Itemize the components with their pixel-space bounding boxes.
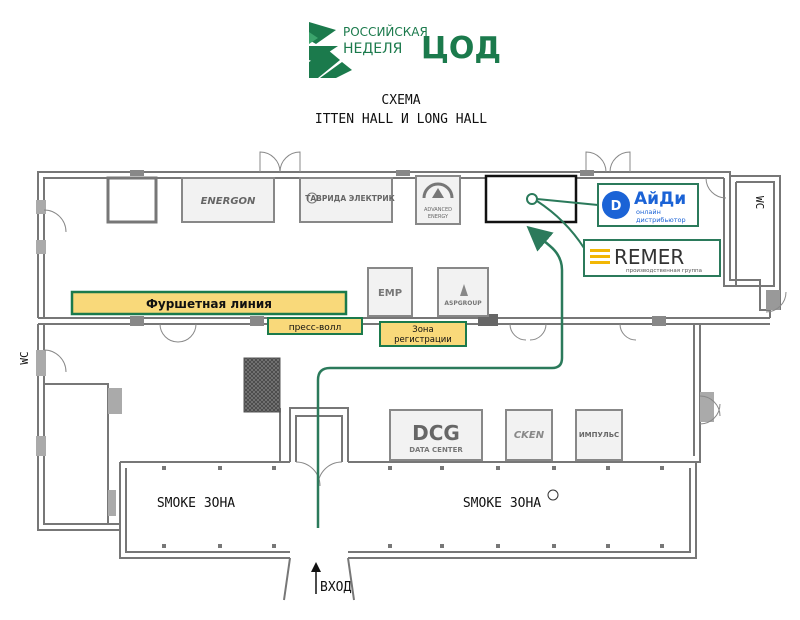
booth-tavrida: ТАВРИДА ЭЛЕКТРИК xyxy=(299,177,396,223)
logo-emblem-icon xyxy=(309,22,352,78)
booth-advanced-line2: ENERGY xyxy=(428,214,449,220)
booth-empty xyxy=(106,176,158,224)
doors xyxy=(43,151,787,487)
remer-connector xyxy=(536,200,585,249)
map-subtitle: ITTEN HALL И LONG HALL xyxy=(315,112,487,127)
booth-aspgroup: ASPGROUP xyxy=(437,267,489,317)
booth-ken: CKEN xyxy=(505,409,553,461)
wc-left-label: WC xyxy=(18,351,31,364)
columns xyxy=(162,466,664,548)
logo-line2: НЕДЕЛЯ xyxy=(343,41,402,57)
aidi-connector xyxy=(536,198,599,206)
aidi-pin-icon xyxy=(526,193,538,205)
booth-advanced-line1: ADVANCED xyxy=(424,207,452,213)
booth-ken-label: CKEN xyxy=(514,430,545,441)
buffet-zone: Фуршетная линия xyxy=(70,290,348,316)
tavrida-logo-icon xyxy=(306,192,318,204)
booth-energon-label: ENERGON xyxy=(201,196,256,207)
booth-tavrida-label: ТАВРИДА ЭЛЕКТРИК xyxy=(305,194,395,203)
smoke-point-icon xyxy=(547,489,559,501)
booth-energon: ENERGON xyxy=(181,177,275,223)
booth-advanced-energy: ADVANCED ENERGY xyxy=(415,175,461,225)
route-path xyxy=(316,225,564,528)
wall-details xyxy=(36,170,780,516)
aspgroup-logo-icon xyxy=(460,284,468,296)
booth-aidi-highlight xyxy=(484,174,578,224)
svg-text:D: D xyxy=(611,199,622,214)
smoke-zone-left: SMOKE ЗОНА xyxy=(157,496,235,511)
booth-impuls-label: ИМПУЛЬС xyxy=(579,431,619,439)
registration-line2: регистрации xyxy=(394,335,452,345)
registration-zone: Зона регистрации xyxy=(379,321,467,347)
aidi-name: АйДи xyxy=(634,189,686,209)
map-title: СХЕМА xyxy=(381,93,420,108)
entrance-label: ВХОД xyxy=(320,580,351,595)
smoke-zone-right: SMOKE ЗОНА xyxy=(463,496,541,511)
advanced-energy-logo-icon xyxy=(422,182,454,199)
remer-callout: REMER производственная группа xyxy=(583,239,721,277)
buffet-label: Фуршетная линия xyxy=(146,297,272,311)
booth-dcg: DCG DATA CENTER xyxy=(389,409,483,461)
booth-emp-label: EMP xyxy=(378,288,402,299)
registration-line1: Зона xyxy=(412,325,433,335)
booth-aspgroup-label: ASPGROUP xyxy=(444,300,482,307)
press-wall-label: пресс-волл xyxy=(289,323,342,333)
remer-logo-icon xyxy=(590,249,610,252)
logo-line3: ЦОД xyxy=(421,31,501,66)
entrance-marker: ВХОД xyxy=(311,562,351,595)
booth-dcg-logo: DCG xyxy=(412,421,460,445)
aidi-logo-icon xyxy=(602,191,630,219)
hatched-area xyxy=(243,357,281,413)
building-walls xyxy=(37,171,781,601)
aidi-sub1: онлайн xyxy=(636,208,661,216)
logo-line1: РОССИЙСКАЯ xyxy=(343,24,428,39)
remer-name: REMER xyxy=(614,245,684,269)
aidi-sub2: дистрибьютор xyxy=(636,216,686,224)
event-logo: РОССИЙСКАЯ НЕДЕЛЯ ЦОД xyxy=(309,22,501,78)
aidi-callout: D АйДи онлайн дистрибьютор xyxy=(597,183,699,227)
booth-impuls: ИМПУЛЬС xyxy=(575,409,623,461)
press-wall-zone: пресс-волл xyxy=(267,317,363,335)
booth-emp: EMP xyxy=(367,267,413,317)
wc-right-label: WC xyxy=(753,196,766,209)
booth-dcg-sub: DATA CENTER xyxy=(409,446,463,454)
remer-sub: производственная группа xyxy=(626,268,702,274)
